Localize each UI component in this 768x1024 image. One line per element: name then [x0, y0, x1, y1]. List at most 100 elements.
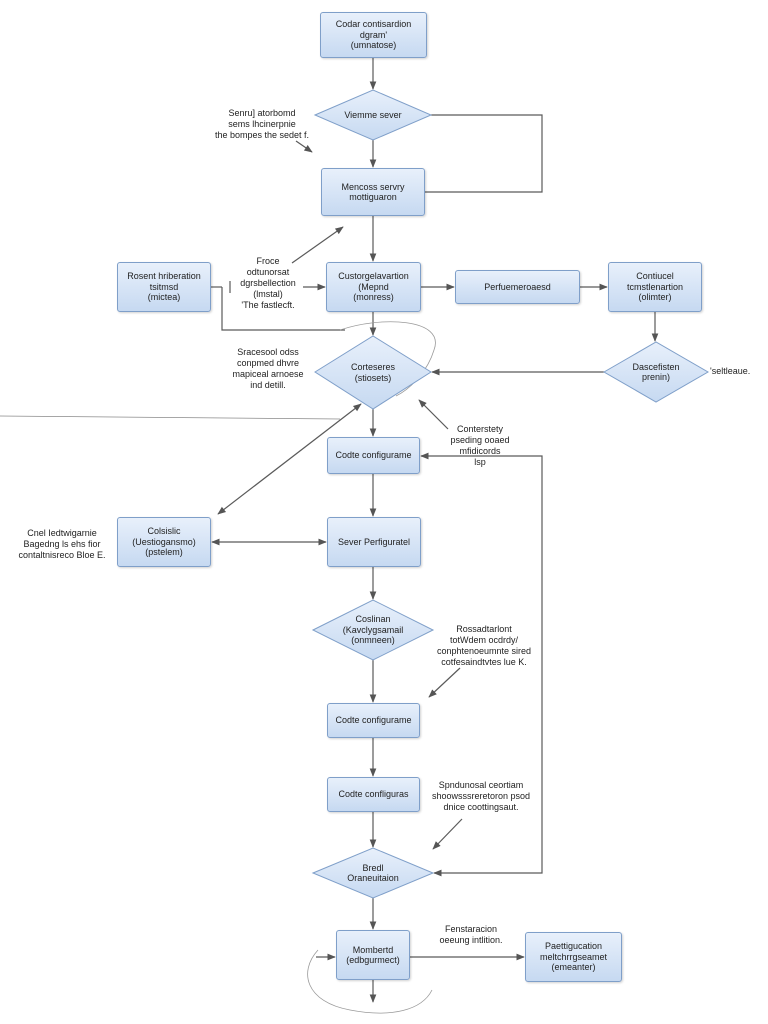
annotation-line: 'seltleaue. [710, 366, 751, 376]
edge-d3-n8 [217, 403, 362, 515]
annotation-line: conpmed dhvre [236, 358, 300, 368]
node-label-line: Rosent hriberation [127, 271, 201, 282]
node-label-line: Corteseres [350, 362, 395, 372]
annotation-froce: Froce odtunorsat dgrsbellection (lmstal)… [230, 256, 306, 311]
node-label-line: (Kavclygsamail [342, 624, 404, 635]
pointer-a7-n10 [428, 667, 461, 698]
node-label-line: prenin) [641, 372, 670, 382]
node-label-line: (onmneen) [351, 635, 395, 646]
node-label-line: (edbgurmect) [346, 955, 400, 965]
annotation-line: Bagedng ls ehs fior [23, 539, 101, 549]
pointer-a8-d5 [432, 818, 463, 850]
annotation-line: conphtenoeumnte sired [436, 646, 532, 656]
pointer-a5-d3 [418, 399, 449, 430]
annotation-cnel: Cnel Iedtwigarnie Bagedng ls ehs fior co… [4, 528, 120, 561]
edge-d1-n2-loop [425, 114, 543, 193]
annotation-line: contaltnisreco Bloe E. [18, 550, 106, 560]
node-label-line: meltchrrgseamet [539, 951, 608, 962]
node-label-line: mottiguaron [349, 192, 397, 202]
node-label-line: Viemme sever [344, 109, 402, 120]
process-box-codar-contisardion: Codar contisardion dgram' (umnatose) [320, 12, 427, 58]
node-label-line: (Mepnd [358, 281, 389, 292]
process-box-paettigucation: Paettigucation meltchrrgseamet (emeanter… [525, 932, 622, 982]
annotation-line: shoowsssreretoron psod [431, 791, 531, 801]
node-label-line: Codte confliguras [338, 789, 409, 800]
process-box-mencoss-servry: Mencoss servry mottiguaron [321, 168, 425, 216]
node-label-line: (mictea) [147, 292, 181, 303]
annotation-sracesool: Sracesool odss conpmed dhvre mapiceal ar… [220, 347, 316, 391]
node-label-line: Oraneuitaion [347, 873, 399, 883]
annotation-line: mfidicords [459, 446, 501, 456]
process-box-colsislic: Colsislic (Uestiogansmo) (pstelem) [117, 517, 211, 567]
annotation-line: Conterstety [456, 424, 504, 434]
node-label-line: Codte configurame [335, 715, 412, 726]
node-label-line: Paettigucation [544, 941, 603, 952]
decision-diamond-dascefisten [602, 341, 710, 403]
annotation-line: lsp [474, 457, 486, 467]
node-label-line: Sever Perfiguratel [337, 536, 411, 547]
annotation-line: oeeung intlition. [439, 935, 503, 945]
node-label-line: Colsislic [147, 526, 181, 537]
decision-shapes [311, 89, 710, 899]
annotation-rossadtarlont: Rossadtarlont totWdem ocdrdy/ conphtenoe… [424, 624, 544, 668]
node-label-line: (emeanter) [551, 962, 596, 973]
annotation-line: Sracesool odss [237, 347, 299, 357]
edge-n3-d3 [221, 287, 345, 331]
node-label-line: (monress) [353, 292, 394, 303]
annotation-conterstety: Conterstety pseding ooaed mfidicords lsp [438, 424, 522, 468]
pointer-a1-d1 [295, 140, 313, 153]
decision-diamond-coslinan [311, 599, 435, 661]
node-label-line: tcmstlenartion [626, 281, 684, 292]
node-label-line: Perfuemeroaesd [484, 281, 551, 292]
process-box-rosent-hriberation: Rosent hriberation tsitmsd (mictea) [117, 262, 211, 312]
annotation-senru: Senru] atorbomd sems lhcinerpnie the bom… [204, 108, 320, 141]
node-label-line: Dascefisten [632, 361, 680, 372]
annotation-seltleaue: 'seltleaue. [710, 366, 750, 377]
process-box-codte-confliguras: Codte confliguras [327, 777, 420, 812]
annotation-line: odtunorsat [246, 267, 290, 277]
annotation-line: pseding ooaed [450, 435, 510, 445]
annotation-line: ind detill. [250, 380, 286, 390]
decision-label-dascefisten: Dascefisten prenin) [604, 342, 708, 402]
annotation-line: Froce [256, 256, 280, 266]
annotation-line: Rossadtarlont [456, 624, 512, 634]
process-box-codte-configurame-1: Codte configurame [327, 437, 420, 474]
annotation-line: dgrsbellection [240, 278, 296, 288]
annotation-line: dnice coottingsaut. [443, 802, 519, 812]
annotation-spndunosal: Spndunosal ceortiam shoowsssreretoron ps… [420, 780, 542, 813]
annotation-line: Cnel Iedtwigarnie [27, 528, 97, 538]
annotation-line: sems lhcinerpnie [228, 119, 296, 129]
annotation-line: the bompes the sedet f. [214, 130, 310, 140]
annotation-line: 'The fastlecft. [241, 300, 295, 310]
process-box-contiucel: Contiucel tcmstlenartion (olimter) [608, 262, 702, 312]
node-label-line: (pstelem) [145, 547, 183, 558]
node-label-line: Contiucel [636, 271, 674, 282]
node-label-line: (Uestiogansmo) [132, 536, 196, 547]
annotation-line: Fenstaracion [444, 924, 498, 934]
decision-label-bredl: Bredl Oraneuitaion [313, 848, 433, 898]
node-label-line: (stiosets) [354, 372, 392, 383]
annotation-line: totWdem ocdrdy/ [449, 635, 519, 645]
node-label-line: Bredl [362, 862, 384, 873]
decision-diamond-bredl [311, 847, 435, 899]
annotation-line: (lmstal) [253, 289, 283, 299]
pointer-a2-n2 [291, 226, 344, 264]
annotation-line: Spndunosal ceortiam [438, 780, 524, 790]
long-line-left [0, 415, 341, 420]
node-label-line: Codte configurame [335, 450, 412, 461]
edge-d5-n7-loop [420, 452, 543, 877]
node-label-line: (olimter) [638, 292, 672, 303]
node-label-line: Mencoss servry [341, 181, 405, 192]
connectors [0, 58, 659, 1014]
node-label-line: Custorgelavartion [338, 271, 409, 282]
node-label-line: tsitmsd [149, 281, 179, 292]
process-box-perfuemeroaesd: Perfuemeroaesd [455, 270, 580, 304]
annotation-line: mapiceal arnoese [232, 369, 304, 379]
node-label-line: dgram' [359, 29, 388, 40]
annotation-fenstaracion: Fenstaracion oeeung intlition. [424, 924, 518, 946]
annotation-line: Senru] atorbomd [228, 108, 296, 118]
decision-label-corteseres: Corteseres (stiosets) [315, 336, 431, 409]
node-label-line: Mombertd [352, 944, 394, 955]
